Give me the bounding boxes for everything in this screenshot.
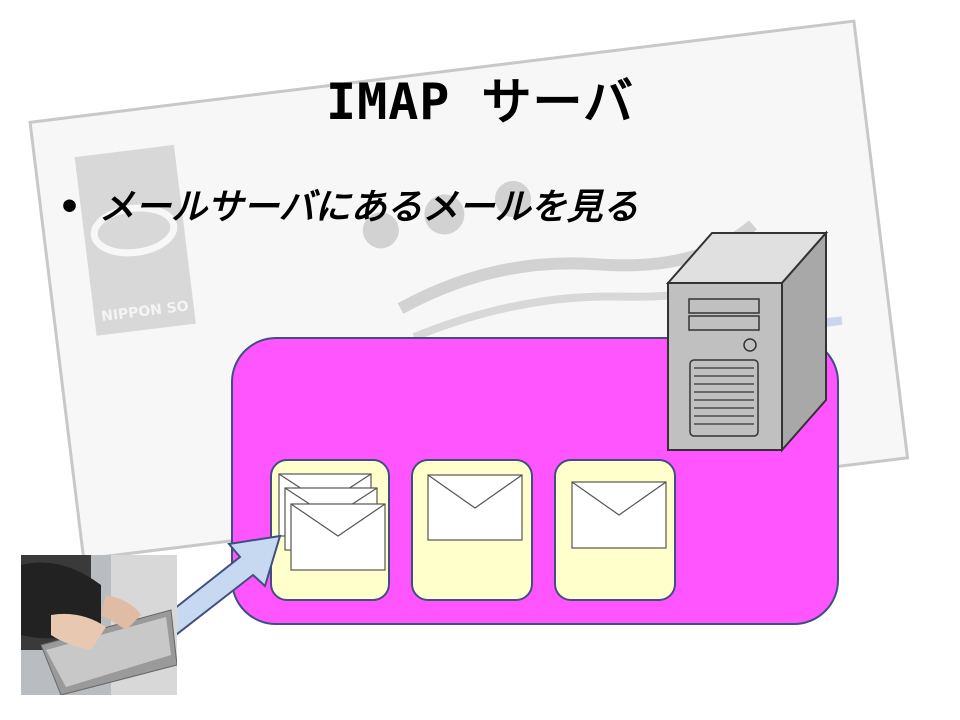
server-icon xyxy=(665,230,829,453)
slide-title: IMAP サーバ xyxy=(325,73,634,131)
envelope-icon xyxy=(427,474,523,541)
laptop-photo xyxy=(21,555,177,695)
envelope-icon xyxy=(571,481,667,549)
postcard-logo-block xyxy=(74,144,196,336)
bullet-text: メールサーバにあるメールを見る xyxy=(99,187,639,228)
bullet-item: • メールサーバにあるメールを見る xyxy=(58,178,639,230)
access-arrow xyxy=(158,534,282,640)
bullet-dot: • xyxy=(58,187,82,228)
envelope-stack-icon xyxy=(278,473,386,571)
